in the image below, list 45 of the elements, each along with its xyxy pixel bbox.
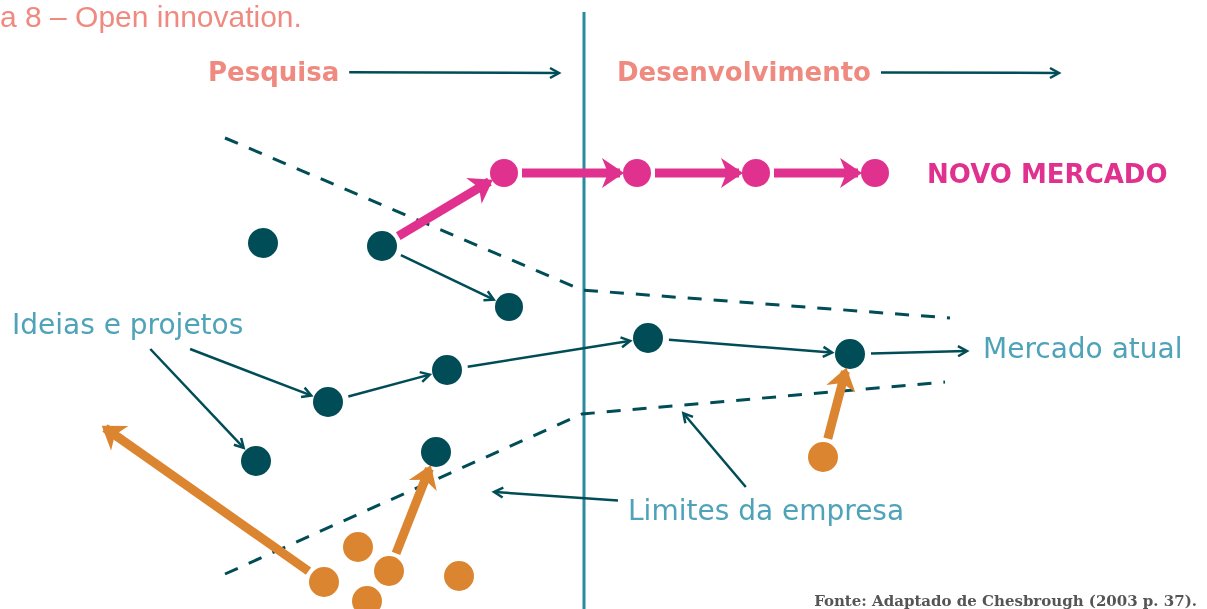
- arrow: [347, 370, 431, 398]
- arrow: [870, 344, 969, 358]
- leader-line: [492, 486, 619, 502]
- arrow: [655, 158, 743, 188]
- source-caption: Fonte: Adaptado de Chesbrough (2003 p. 37).: [814, 594, 1197, 609]
- idea-dot: [352, 586, 382, 609]
- idea-dot: [835, 339, 865, 369]
- idea-dot: [374, 556, 404, 586]
- arrow: [400, 253, 495, 302]
- arrow: [391, 465, 437, 555]
- arrow: [881, 66, 1061, 80]
- idea-dot: [432, 355, 462, 385]
- boundary-label: Limites da empresa: [628, 497, 905, 525]
- idea-dot: [623, 159, 651, 187]
- idea-dot: [444, 561, 474, 591]
- arrow: [189, 347, 313, 399]
- idea-dot: [248, 228, 278, 258]
- idea-dot: [633, 323, 663, 353]
- arrow: [467, 336, 632, 368]
- leader-line: [682, 412, 747, 488]
- idea-dot: [495, 293, 523, 321]
- market-label: NOVO MERCADO: [927, 161, 1168, 187]
- idea-dot: [241, 446, 271, 476]
- idea-dot: [861, 159, 889, 187]
- ideas-label: Ideias e projetos: [12, 311, 244, 339]
- arrow: [396, 177, 493, 241]
- market-label: Mercado atual: [983, 335, 1183, 363]
- arrow: [774, 158, 862, 188]
- figure-title: a 8 – Open innovation.: [0, 2, 302, 32]
- arrow: [668, 338, 834, 359]
- arrow: [101, 424, 312, 575]
- idea-dot: [309, 567, 339, 597]
- arrow: [823, 367, 856, 440]
- idea-dot: [421, 437, 451, 467]
- idea-dot: [490, 159, 518, 187]
- arrow: [149, 348, 245, 450]
- section-heading: Desenvolvimento: [617, 59, 871, 85]
- section-heading: Pesquisa: [208, 59, 340, 85]
- idea-dot: [313, 387, 343, 417]
- arrow: [349, 66, 561, 80]
- arrow: [522, 158, 624, 188]
- idea-dot: [343, 532, 373, 562]
- idea-dot: [742, 159, 770, 187]
- idea-dot: [367, 231, 397, 261]
- idea-dot: [808, 442, 838, 472]
